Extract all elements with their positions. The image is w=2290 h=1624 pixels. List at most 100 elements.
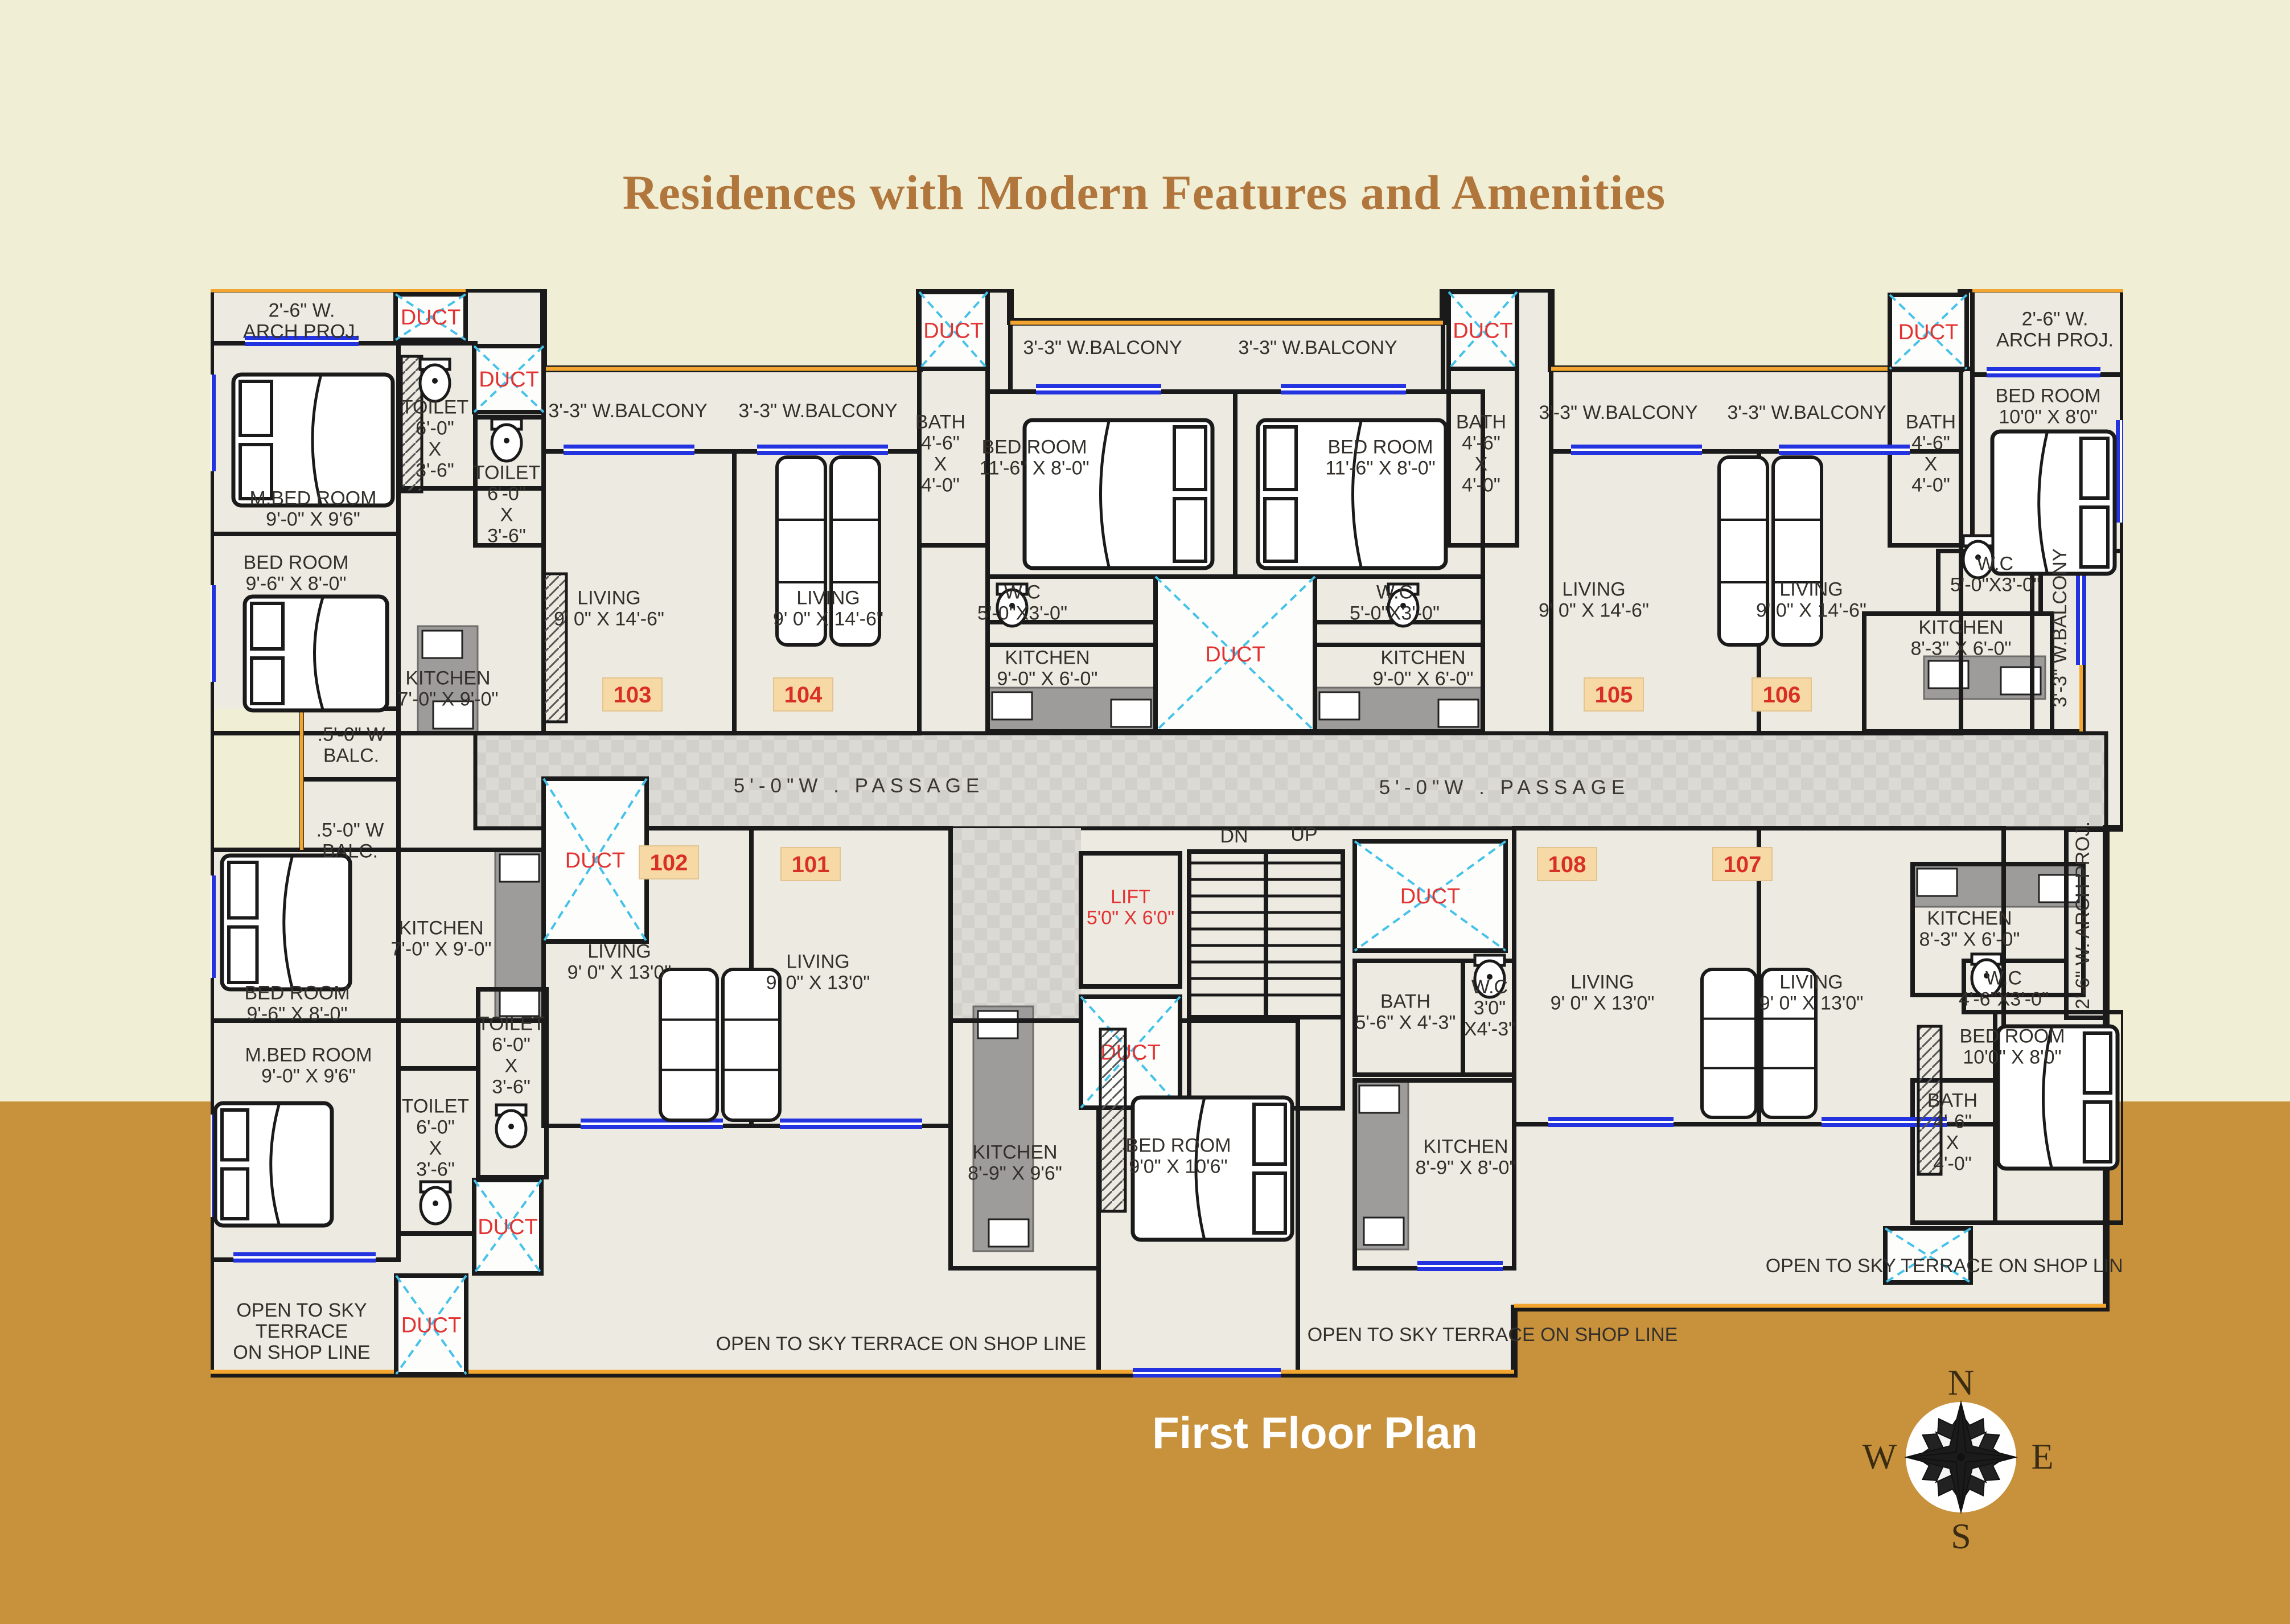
unit-number: 103 bbox=[614, 683, 652, 708]
duct-shaft: DUCT bbox=[472, 1178, 544, 1276]
label-up: UP bbox=[1290, 824, 1317, 845]
duct-shaft: DUCT bbox=[541, 776, 649, 944]
duct-label: DUCT bbox=[478, 1215, 538, 1239]
sofa-icon bbox=[659, 968, 719, 1122]
duct-label: DUCT bbox=[1453, 319, 1513, 343]
plan-name: First Floor Plan bbox=[1152, 1408, 1478, 1458]
compass-north: N bbox=[1948, 1362, 1974, 1403]
label-balcony-5: 3'-3" W.BALCONY bbox=[1539, 402, 1697, 424]
duct-label: DUCT bbox=[401, 1314, 462, 1338]
bed-icon bbox=[242, 594, 389, 713]
unit-badge-101: 101 bbox=[780, 847, 841, 881]
toilet-icon bbox=[1962, 534, 1995, 579]
sofa-icon bbox=[1760, 968, 1818, 1119]
label-balcony-6: 3'-3" W.BALCONY bbox=[1727, 402, 1886, 424]
compass-south: S bbox=[1951, 1516, 1971, 1554]
unit-number: 101 bbox=[792, 852, 830, 877]
bed-icon bbox=[213, 1101, 334, 1228]
unit-badge-105: 105 bbox=[1584, 677, 1644, 712]
window bbox=[1548, 1117, 1674, 1127]
toilet-icon bbox=[1970, 952, 2003, 998]
unit-badge-102: 102 bbox=[639, 845, 699, 879]
toilet-icon bbox=[495, 1103, 528, 1149]
duct-label: DUCT bbox=[1898, 320, 1959, 344]
duct-shaft: DUCT bbox=[393, 292, 468, 342]
window bbox=[1779, 445, 1910, 455]
window bbox=[233, 1252, 376, 1263]
unit-badge-108: 108 bbox=[1537, 847, 1597, 881]
unit-number: 106 bbox=[1763, 683, 1801, 708]
unit-number: 107 bbox=[1724, 852, 1762, 877]
duct-shaft: DUCT bbox=[1079, 994, 1182, 1110]
toilet-icon bbox=[1473, 953, 1506, 999]
duct-shaft: DUCT bbox=[1153, 574, 1317, 734]
toilet-icon bbox=[996, 582, 1029, 628]
label-balcony-vert-r: 3'-3" W.BALCONY bbox=[2049, 548, 2071, 707]
sofa-icon bbox=[775, 455, 827, 647]
bed-icon bbox=[231, 372, 395, 508]
unit-number: 104 bbox=[784, 683, 823, 708]
window bbox=[564, 445, 694, 455]
toilet-icon bbox=[490, 417, 523, 463]
window bbox=[205, 375, 216, 471]
label-open-sky-3: OPEN TO SKY TERRACE ON SHOP LINE bbox=[1308, 1324, 1678, 1346]
duct-shaft: DUCT bbox=[917, 290, 990, 371]
label-passage-2: 5'-0"W . PASSAGE bbox=[1379, 776, 1630, 799]
bed-icon bbox=[1130, 1095, 1294, 1242]
label-open-sky-2: OPEN TO SKY TERRACE ON SHOP LINE bbox=[716, 1333, 1087, 1355]
duct-label: DUCT bbox=[923, 319, 984, 343]
label-balcony-2: 3'-3" W.BALCONY bbox=[738, 400, 897, 422]
duct-shaft: DUCT bbox=[472, 344, 546, 414]
label-arch-vert-107: 2'-6" W. ARCH PROJ. bbox=[2072, 821, 2094, 1009]
bed-icon bbox=[1996, 1024, 2120, 1171]
unit-badge-103: 103 bbox=[602, 677, 663, 712]
toilet-icon bbox=[1387, 582, 1420, 628]
sofa-icon bbox=[829, 455, 881, 647]
bed-icon bbox=[1022, 418, 1215, 570]
unit-badge-104: 104 bbox=[773, 677, 833, 712]
compass-rose: N E S W bbox=[1861, 1360, 2061, 1557]
unit-badge-106: 106 bbox=[1752, 677, 1812, 712]
bed-icon bbox=[1256, 418, 1448, 570]
toilet-icon bbox=[418, 357, 451, 403]
label-dn: DN bbox=[1220, 825, 1248, 847]
window bbox=[757, 445, 888, 455]
label-balcony-4: 3'-3" W.BALCONY bbox=[1238, 337, 1397, 359]
